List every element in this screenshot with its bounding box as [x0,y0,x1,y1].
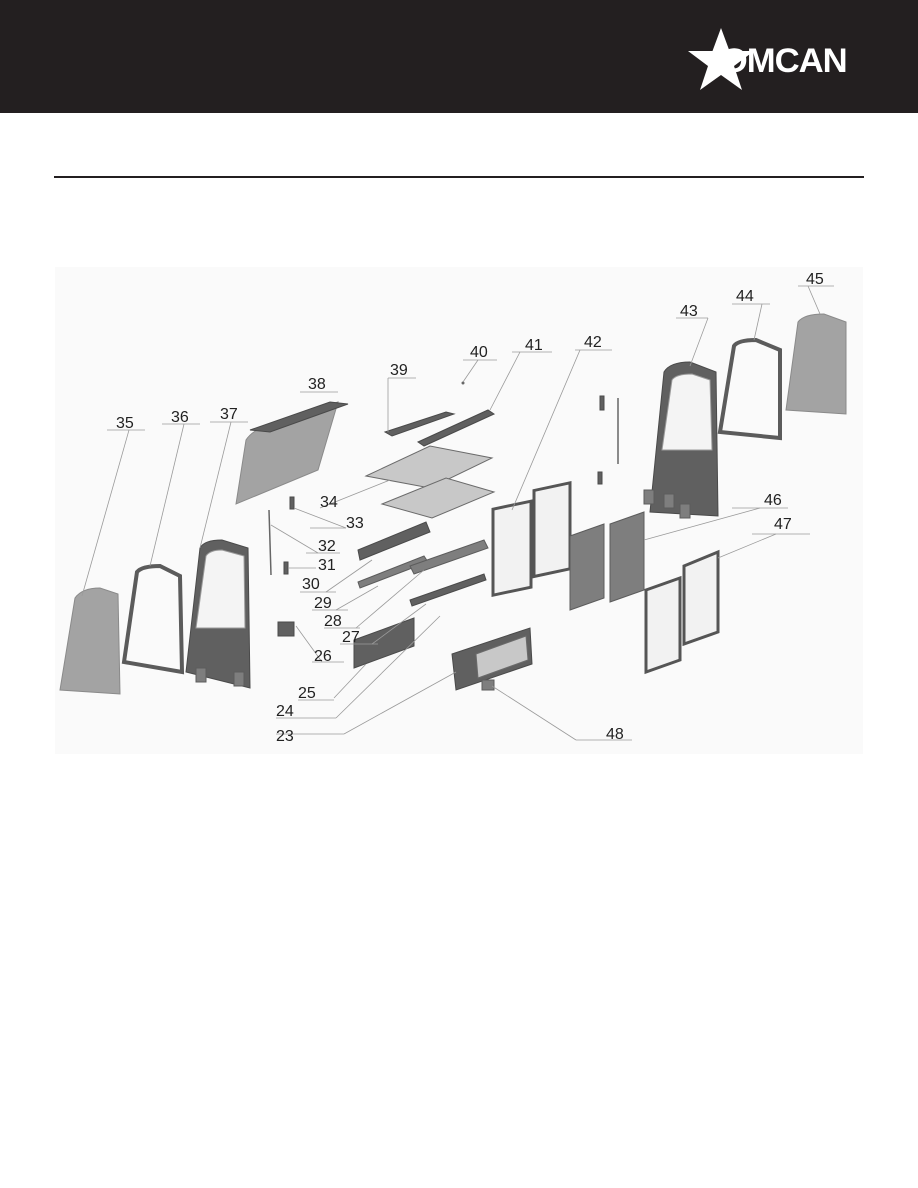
part-44-gasket-frame [717,337,782,441]
parts-drawing: 35 36 37 38 39 40 41 42 43 44 45 34 33 [59,271,847,745]
callout-33: 33 [346,515,364,532]
part-32-rod [268,509,272,576]
part-46-glass-a [569,523,605,611]
part-25-panel [353,617,415,669]
star-icon [688,28,754,90]
part-37-door-frame [185,539,251,689]
page-header: OMCAN [0,0,918,113]
part-23-grille [451,627,533,691]
callout-31: 31 [318,557,336,574]
part-47-frame-b [682,549,720,647]
part-47-frame-a [644,575,682,675]
part-40-screw [461,381,465,385]
callout-26: 26 [314,648,332,665]
callout-25: 25 [298,685,316,702]
part-35-side-panel [59,587,121,695]
part-38-top-cover [235,401,349,505]
part-34-grate-upper [364,445,494,489]
exploded-parts-diagram: 35 36 37 38 39 40 41 42 43 44 45 34 33 [55,267,863,754]
callout-47: 47 [774,516,792,533]
part-34-grate-lower [380,477,496,519]
callout-28: 28 [324,613,342,630]
callout-43: 43 [680,303,698,320]
callout-45: 45 [806,271,824,288]
part-42-window-frame-b [532,481,572,579]
right-bracket-upper [599,395,605,411]
callout-24: 24 [276,703,294,720]
part-27-rail [409,573,487,607]
callout-27: 27 [342,629,360,646]
callout-labels: 35 36 37 38 39 40 41 42 43 44 45 34 33 [81,271,834,745]
callout-34: 34 [320,494,338,511]
callout-40: 40 [470,344,488,361]
part-31-bracket [283,561,289,575]
callout-35: 35 [116,415,134,432]
part-41-rail [416,409,496,447]
right-bracket-lower [597,471,603,485]
callout-23: 23 [276,728,294,745]
callout-42: 42 [584,334,602,351]
part-36-gasket-frame [121,563,185,675]
part-46-glass-b [609,511,645,603]
part-33-bracket [289,496,295,510]
part-42-window-frame-a [491,499,533,598]
part-48-switch [481,679,495,691]
callout-46: 46 [764,492,782,509]
part-28-rail [409,539,489,575]
callout-48: 48 [606,726,624,743]
callout-39: 39 [390,362,408,379]
callout-30: 30 [302,576,320,593]
callout-44: 44 [736,288,754,305]
callout-41: 41 [525,337,543,354]
callout-37: 37 [220,406,238,423]
callout-38: 38 [308,376,326,393]
part-39-rail [383,411,456,437]
omcan-logo: OMCAN [686,26,866,92]
part-43-door-frame [643,361,719,519]
part-45-side-panel [785,313,847,415]
header-divider [54,176,864,178]
logo-wordmark: OMCAN [720,42,848,80]
part-30-rail [357,521,431,561]
callout-36: 36 [171,409,189,426]
callout-32: 32 [318,538,336,555]
callout-29: 29 [314,595,332,612]
part-26-block [277,621,295,637]
